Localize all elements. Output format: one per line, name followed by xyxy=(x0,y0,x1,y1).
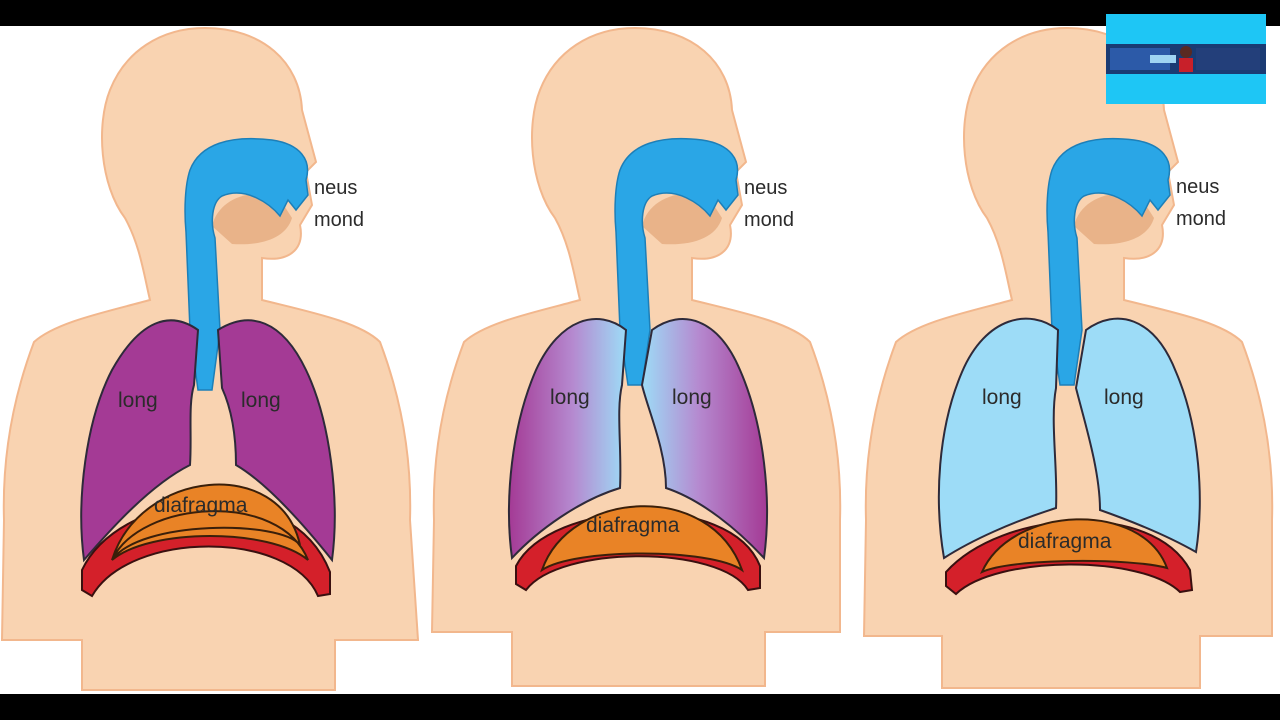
diaphragm-label: diafragma xyxy=(586,514,680,537)
lung-right-label: long xyxy=(1104,386,1144,409)
figure-transition: neus mond long long diafragma xyxy=(430,26,842,687)
nose-label: neus xyxy=(314,177,357,199)
mouth-label: mond xyxy=(744,209,794,231)
lung-right xyxy=(1074,317,1201,554)
lung-left xyxy=(80,319,200,563)
nose-label: neus xyxy=(1176,176,1219,198)
mouth-label: mond xyxy=(314,209,364,231)
letterbox-top xyxy=(0,0,1280,26)
lung-right xyxy=(216,319,336,563)
mouth-label: mond xyxy=(1176,208,1226,230)
lung-left-label: long xyxy=(982,386,1022,409)
letterbox-bottom xyxy=(0,694,1280,720)
diaphragm xyxy=(979,518,1169,575)
diaphragm xyxy=(540,505,744,573)
lung-right-label: long xyxy=(672,386,712,409)
diaphragm xyxy=(111,483,309,561)
lung-right xyxy=(640,318,768,561)
figure-inhale: neus mond long long diafragma xyxy=(862,26,1274,689)
figure-exhale: neus mond long long diafragma xyxy=(0,26,420,691)
lung-left xyxy=(937,317,1060,560)
lung-right-label: long xyxy=(241,389,281,412)
diaphragm-label: diafragma xyxy=(1018,530,1112,553)
airway-trachea xyxy=(1046,137,1171,386)
airway-trachea xyxy=(614,137,739,386)
nose-label: neus xyxy=(744,177,787,199)
channel-logo-thumbnail-icon xyxy=(1106,14,1266,104)
lung-left-label: long xyxy=(118,389,158,412)
diaphragm-label: diafragma xyxy=(154,494,248,517)
airway-trachea xyxy=(184,137,309,391)
lung-left-label: long xyxy=(550,386,590,409)
lung-left xyxy=(508,318,628,561)
